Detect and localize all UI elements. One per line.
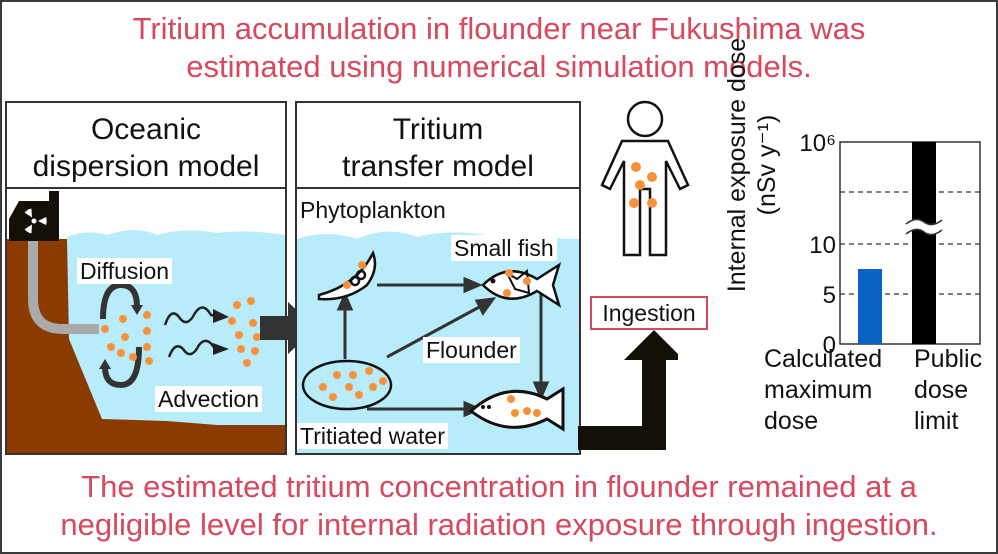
headline-top: Tritium accumulation in flounder near Fu… [0, 10, 998, 86]
flounder-label: Flounder [423, 337, 520, 363]
axis-break-line [905, 218, 943, 226]
headline-bottom: The estimated tritium concentration in f… [0, 468, 998, 544]
x-label-line: Calculated [764, 345, 883, 373]
y-axis-label-line-1: Internal exposure dose [723, 37, 751, 293]
dispersion-panel-title: Oceanic dispersion model [7, 103, 285, 189]
tritium-particles [101, 297, 261, 367]
person-icon [600, 100, 690, 257]
y-tick-label: 5 [823, 282, 836, 309]
x-category-calculated: Calculated maximum dose [764, 344, 882, 437]
phytoplankton-icon [317, 249, 377, 301]
small-fish-label: Small fish [451, 235, 557, 261]
radiation-icon [24, 208, 47, 234]
transfer-title-line-2: transfer model [342, 150, 534, 183]
x-label-line: dose [914, 376, 969, 404]
transfer-model-panel: Tritium transfer model [295, 101, 581, 455]
small-fish-icon [481, 262, 562, 308]
flounder-icon [468, 386, 565, 432]
advection-label: Advection [155, 386, 263, 412]
axis-break-icon [906, 219, 942, 235]
bar-public-dose-limit [912, 142, 936, 344]
dose-bar-chart: 0 5 10 10⁶ [799, 130, 981, 359]
ingestion-label: Ingestion [590, 296, 708, 330]
dispersion-scene: Diffusion Advection [7, 189, 285, 453]
dispersion-model-panel: Oceanic dispersion model [5, 101, 287, 455]
dispersion-title-line-1: Oceanic [90, 113, 202, 146]
footer-line-1: The estimated tritium concentration in f… [81, 469, 917, 504]
transfer-scene: Phytoplankton Small fish Flounder Tritia… [297, 189, 579, 453]
transfer-title-line-1: Tritium [392, 113, 484, 146]
headline-line-2: estimated using numerical simulation mod… [186, 49, 812, 84]
flow-arrow-up-icon [578, 330, 678, 450]
x-label-line: dose [764, 407, 819, 435]
y-tick-label: 0 [823, 332, 836, 359]
y-tick-label: 10⁶ [799, 130, 836, 157]
discharge-pipe-icon [28, 241, 99, 334]
diffusion-label: Diffusion [77, 258, 173, 284]
nuclear-plant-icon [9, 191, 59, 241]
dispersion-title-line-2: dispersion model [32, 150, 260, 183]
seabed-soil [7, 239, 285, 453]
axis-break-line [905, 228, 943, 236]
bar-calculated-maximum-dose [858, 269, 882, 344]
headline-line-1: Tritium accumulation in flounder near Fu… [132, 11, 866, 46]
diffusion-arrows-icon [100, 281, 142, 389]
y-tick-label: 10 [809, 232, 836, 259]
x-label-line: Public [914, 345, 983, 373]
advection-arrows-icon [163, 306, 222, 358]
x-label-line: limit [914, 407, 959, 435]
y-axis-label-line-2: (nSv y⁻¹) [753, 114, 781, 216]
transfer-panel-title: Tritium transfer model [297, 103, 579, 189]
phytoplankton-label: Phytoplankton [300, 197, 446, 223]
footer-line-2: negligible level for internal radiation … [60, 507, 938, 542]
tritiated-water-label: Tritiated water [297, 423, 448, 449]
x-label-line: maximum [764, 376, 873, 404]
chart-y-axis-label: Internal exposure dose (nSv y⁻¹) [722, 35, 782, 295]
x-category-limit: Public dose limit [914, 344, 982, 437]
